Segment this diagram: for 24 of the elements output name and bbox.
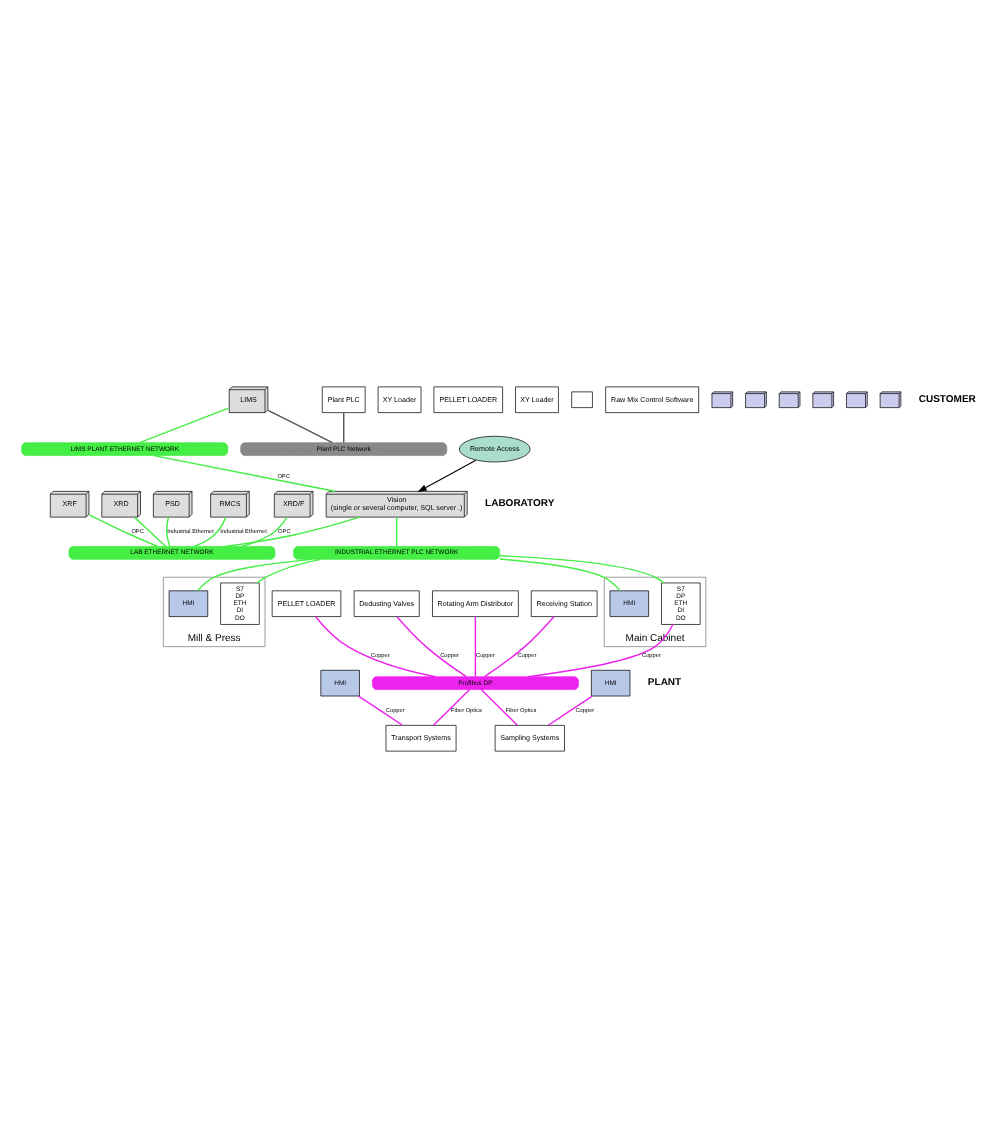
connector	[473, 615, 476, 678]
connector	[164, 516, 170, 547]
connector	[313, 615, 436, 678]
connector	[498, 558, 620, 592]
arrow	[416, 459, 476, 493]
connector	[526, 623, 673, 678]
connector	[342, 412, 344, 444]
connector	[222, 516, 360, 548]
connector	[394, 516, 397, 548]
connector	[137, 407, 229, 444]
connector	[546, 695, 593, 726]
connector	[431, 688, 470, 726]
connector	[395, 615, 466, 678]
connector	[356, 695, 403, 726]
node-box	[570, 391, 592, 408]
connector	[266, 409, 333, 444]
connector	[255, 558, 321, 584]
connector	[482, 615, 554, 678]
connector	[498, 555, 664, 584]
connector	[240, 516, 287, 548]
connector	[152, 454, 335, 493]
connector	[192, 516, 226, 548]
connector	[132, 516, 166, 548]
connector	[479, 688, 517, 726]
